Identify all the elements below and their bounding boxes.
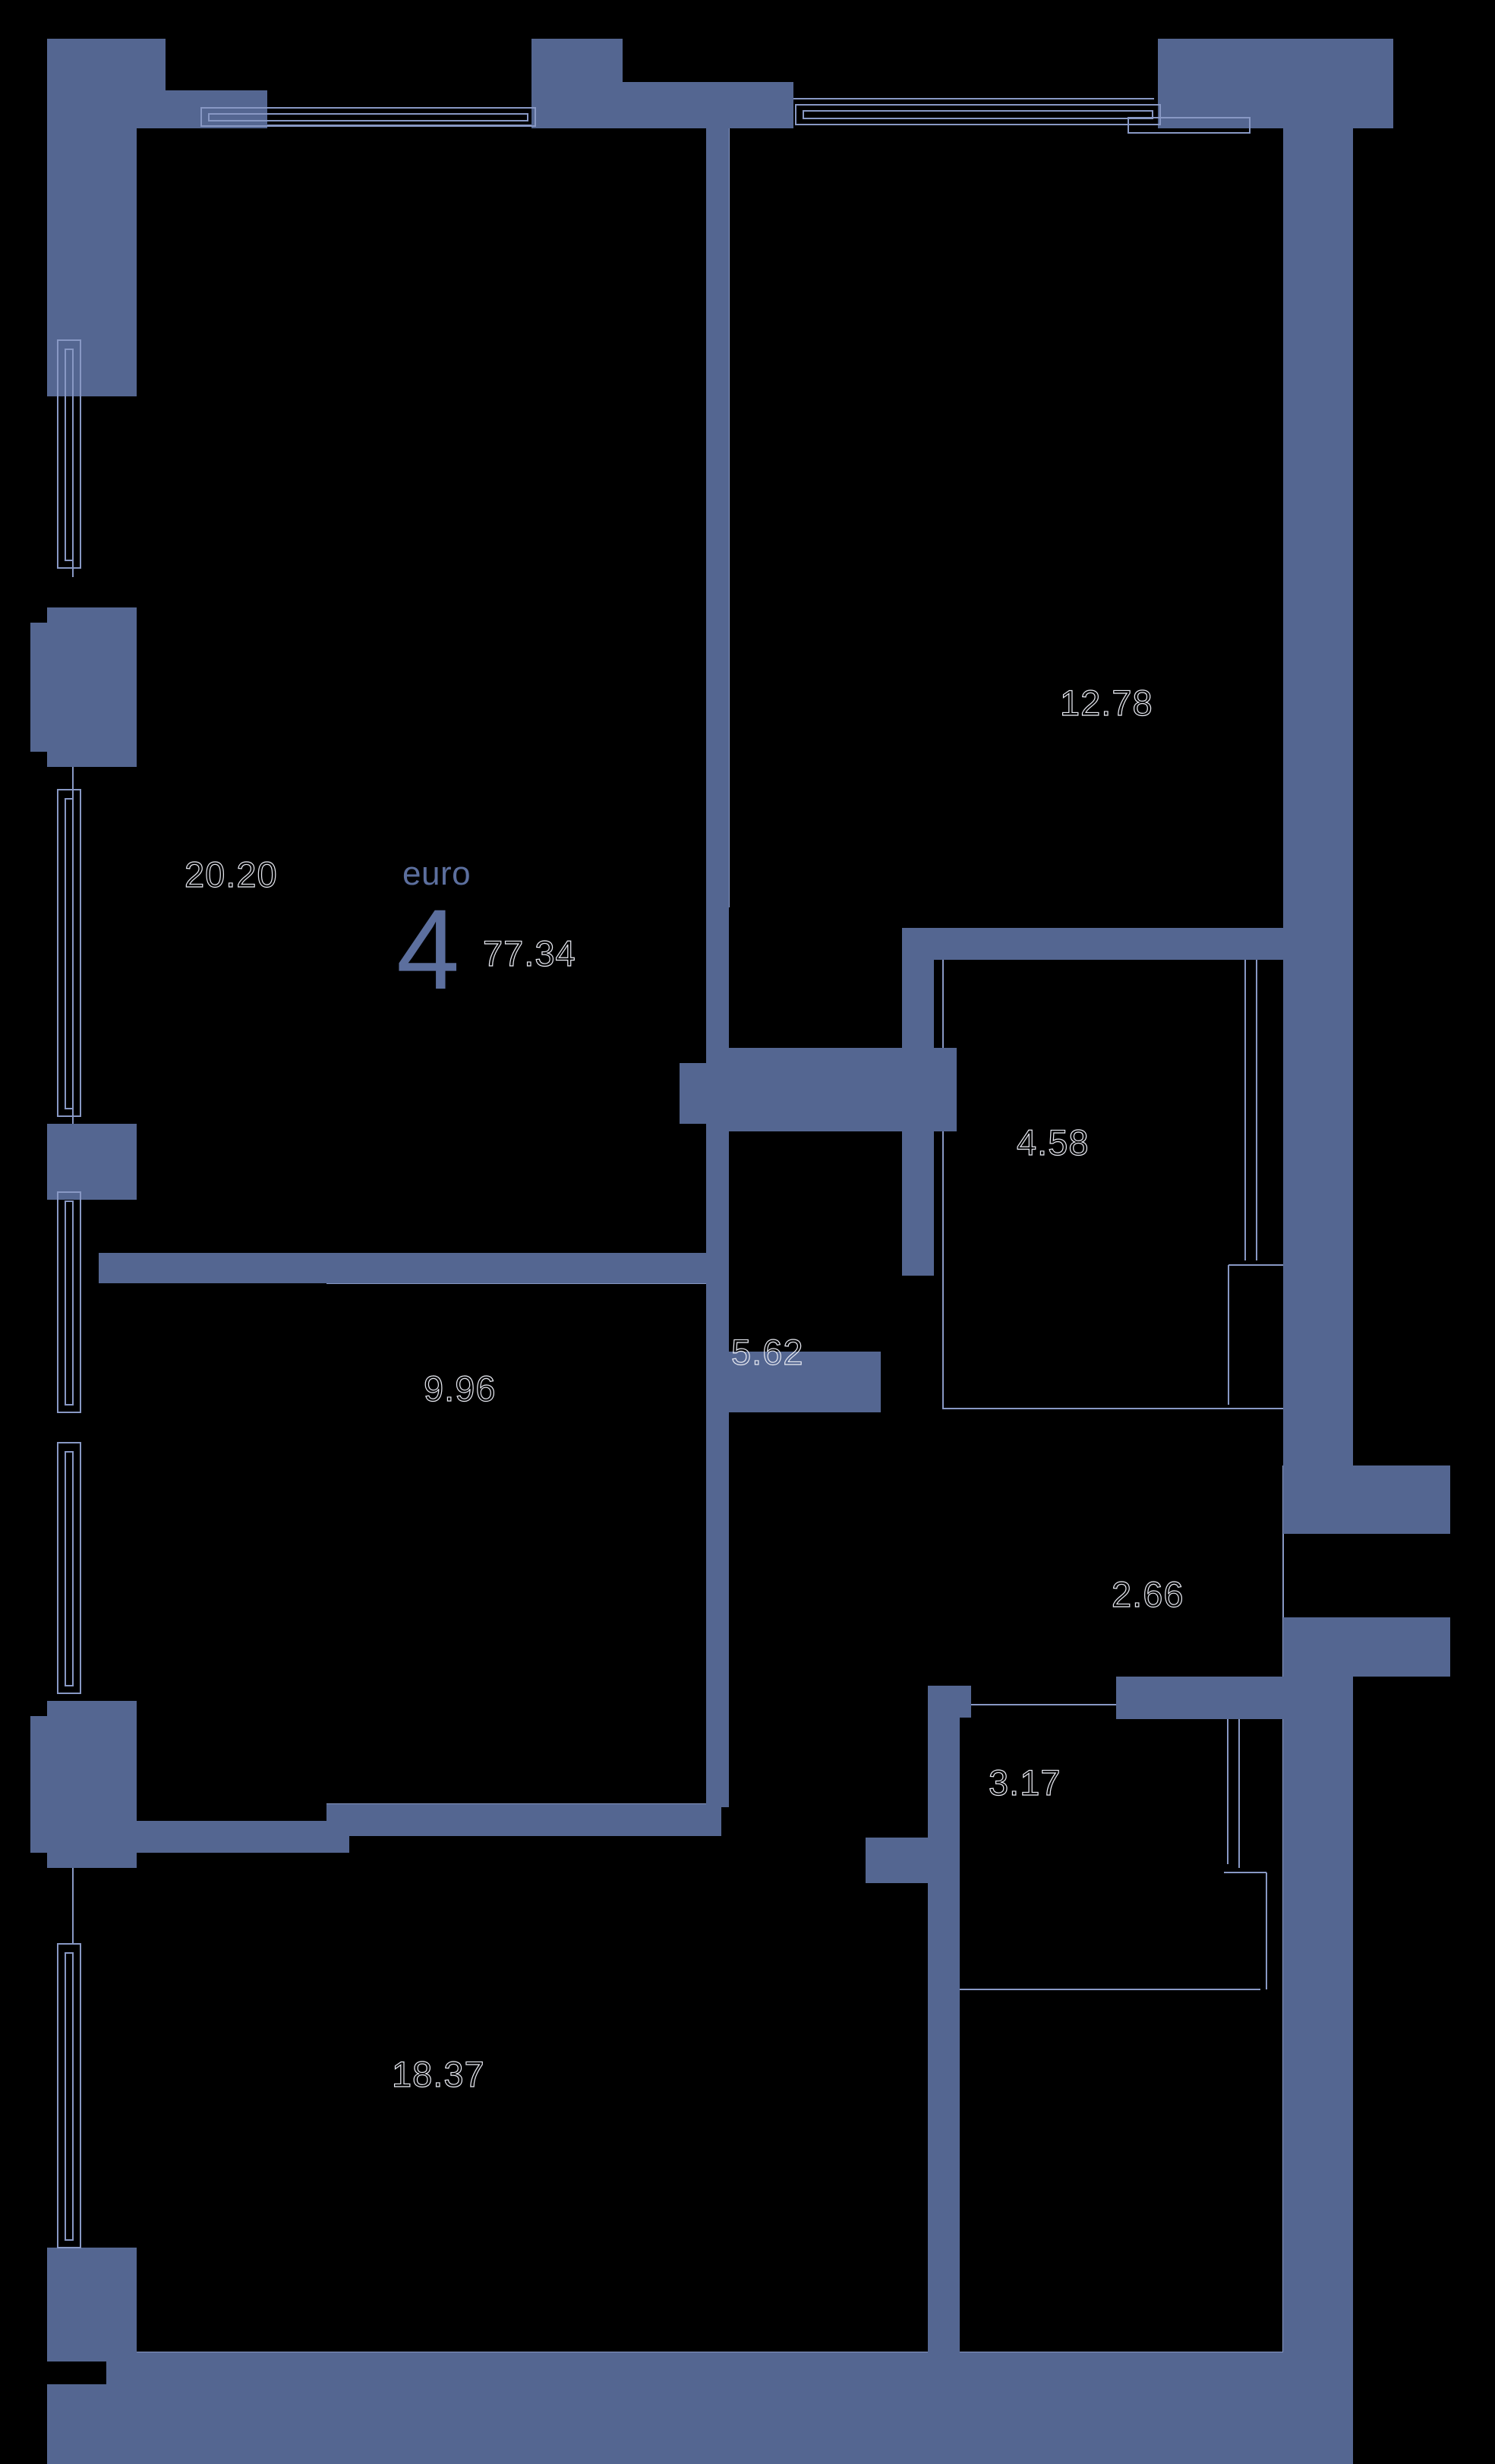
wall-left-pier-1 <box>47 327 137 396</box>
badge-room-count: 4 <box>396 885 459 1013</box>
wall-right-exterior-lower-a <box>1283 1677 1353 2056</box>
apartment-badge: euro 4 77.34 <box>396 855 576 1013</box>
area-label-hallway: 5.62 <box>731 1332 803 1372</box>
windows-and-doors <box>57 104 1251 2248</box>
wall-kitchen-top-right <box>326 1253 721 1283</box>
wall-spine-upper <box>706 128 729 910</box>
wall-storage-jamb <box>866 1838 941 1883</box>
wall-spine-lower <box>706 1131 729 1496</box>
wall-left-pier-5 <box>47 2248 137 2361</box>
badge-layout-word: euro <box>402 855 471 892</box>
area-label-bedroom-upper-right: 12.78 <box>1060 683 1153 723</box>
wall-bottom-exterior <box>106 2352 1353 2464</box>
wall-wc-bottom <box>1283 1617 1450 1677</box>
walls <box>30 39 1450 2464</box>
balcony-door-5-glass <box>65 1952 74 2241</box>
room-outlines <box>72 98 1336 2354</box>
balcony-door-2-frame <box>57 789 81 1117</box>
wall-storage-left <box>928 1686 960 2464</box>
balcony-door-3-glass <box>65 1200 74 1406</box>
area-label-storage: 3.17 <box>989 1762 1061 1803</box>
area-label-bathroom: 4.58 <box>1017 1122 1089 1163</box>
wall-bathroom-left-lower <box>902 1109 934 1276</box>
wall-top-right-cap <box>1321 39 1393 128</box>
area-labels: 20.20 12.78 4.58 5.62 9.96 2.66 3.17 18.… <box>184 682 1184 2094</box>
wall-left-run-top <box>47 128 137 330</box>
wall-kitchen-bottom-right <box>326 1804 721 1836</box>
wall-wc-top <box>1283 1465 1450 1534</box>
balcony-door-1-frame <box>57 339 81 569</box>
window-top-right-frame <box>795 104 1161 125</box>
wall-kitchen-bottom-left <box>99 1821 349 1853</box>
wall-hall-node-left <box>680 1063 748 1124</box>
balcony-door-1-glass <box>65 349 74 561</box>
balcony-door-4-glass <box>65 1451 74 1686</box>
area-label-living-room: 20.20 <box>185 854 278 894</box>
wall-left-run-mid <box>47 1124 137 1196</box>
wall-hall-node-lower <box>706 1352 881 1412</box>
wall-spine-lower-2 <box>706 1473 729 1807</box>
window-top-right-glass <box>803 110 1153 119</box>
wall-kitchen-top-left <box>99 1253 349 1283</box>
wall-right-exterior-mid <box>1283 956 1353 1472</box>
wall-top-span-left <box>531 82 793 128</box>
wall-bottom-left-corner <box>47 2384 153 2464</box>
wall-right-exterior-upper <box>1283 128 1353 956</box>
window-top-left-glass <box>208 113 528 121</box>
area-label-bedroom-lower: 18.37 <box>392 2054 485 2094</box>
window-top-left-frame <box>200 107 536 127</box>
balcony-door-4-frame <box>57 1442 81 1694</box>
balcony-door-5-frame <box>57 1943 81 2248</box>
area-label-kitchen: 9.96 <box>424 1368 496 1409</box>
badge-total-area: 77.34 <box>483 933 576 973</box>
balcony-door-2-glass <box>65 798 74 1109</box>
wall-left-pier-2b <box>30 623 137 752</box>
wall-bathroom-top <box>902 928 1304 960</box>
window-right-small <box>1128 117 1251 134</box>
balcony-door-3-frame <box>57 1191 81 1413</box>
wall-right-exterior-lower-b <box>1283 2020 1353 2361</box>
area-label-wc: 2.66 <box>1112 1574 1184 1614</box>
